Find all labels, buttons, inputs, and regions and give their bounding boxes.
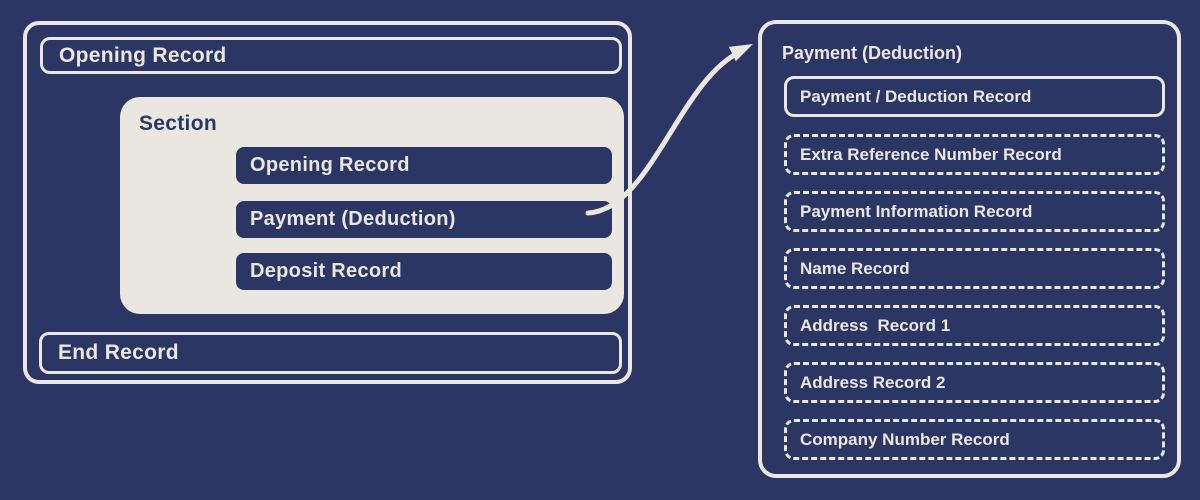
detail-box-company-number-record: Company Number Record: [784, 419, 1165, 460]
section-item-opening-record: Opening Record: [236, 147, 612, 184]
section-panel: Section Opening Record Payment (Deductio…: [120, 97, 624, 314]
detail-box-label: Company Number Record: [800, 429, 1010, 449]
detail-box-label: Address Record 1: [800, 315, 951, 335]
detail-panel-title: Payment (Deduction): [782, 43, 963, 63]
detail-box-address-record-1: Address Record 1: [784, 305, 1165, 346]
end-record-label: End Record: [58, 341, 179, 364]
section-title: Section: [139, 112, 217, 135]
detail-box-label: Payment / Deduction Record: [800, 86, 1032, 106]
detail-box-address-record-2: Address Record 2: [784, 362, 1165, 403]
section-item-label: Deposit Record: [250, 260, 403, 282]
section-item-deposit-record: Deposit Record: [236, 253, 612, 290]
opening-record-label: Opening Record: [59, 43, 227, 67]
connector-arrowhead-icon: [728, 44, 753, 62]
detail-box-label: Name Record: [800, 258, 910, 278]
opening-record-box: Opening Record: [40, 37, 622, 74]
section-item-label: Payment (Deduction): [250, 208, 456, 230]
payment-deduction-detail-panel: Payment (Deduction) Payment / Deduction …: [758, 20, 1181, 478]
detail-box-extra-reference-number-record: Extra Reference Number Record: [784, 134, 1165, 175]
detail-box-label: Address Record 2: [800, 372, 946, 392]
section-item-label: Opening Record: [250, 154, 410, 176]
detail-box-label: Extra Reference Number Record: [800, 144, 1062, 164]
detail-box-name-record: Name Record: [784, 248, 1165, 289]
file-structure-panel: Opening Record Section Opening Record Pa…: [23, 21, 632, 384]
section-item-payment-deduction: Payment (Deduction): [236, 201, 612, 238]
detail-box-payment-information-record: Payment Information Record: [784, 191, 1165, 232]
end-record-box: End Record: [39, 332, 622, 374]
detail-box-payment-deduction-record: Payment / Deduction Record: [784, 76, 1165, 117]
detail-box-label: Payment Information Record: [800, 201, 1033, 221]
